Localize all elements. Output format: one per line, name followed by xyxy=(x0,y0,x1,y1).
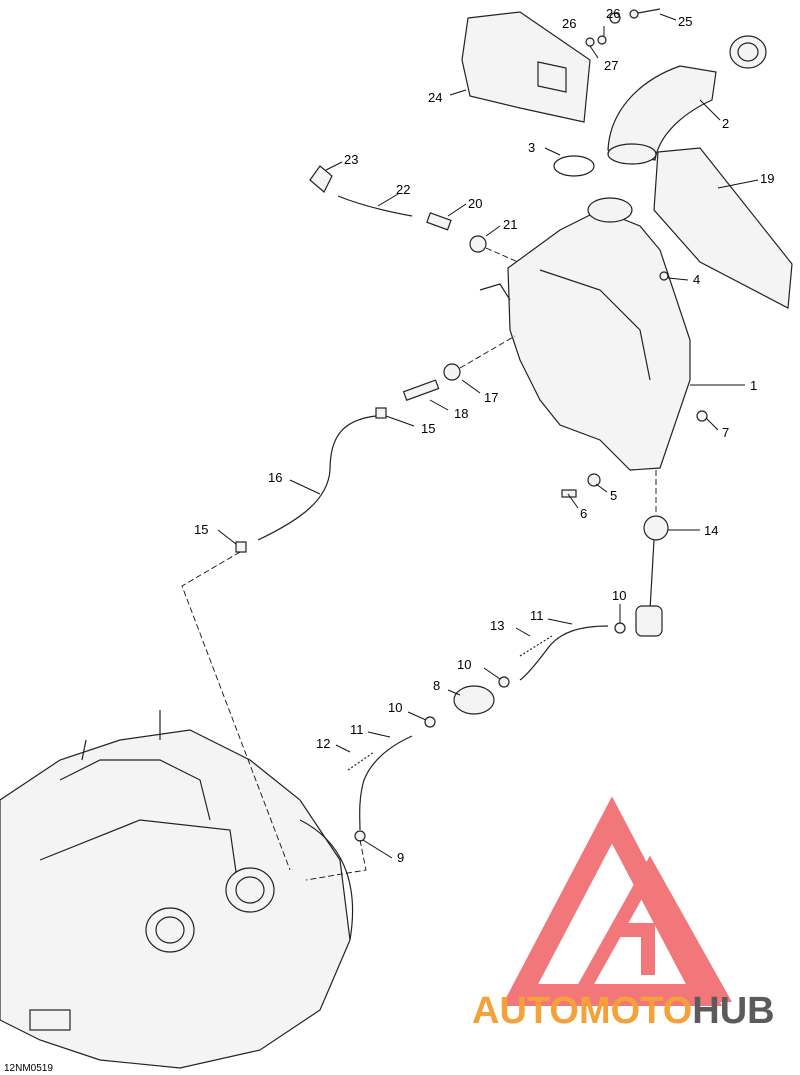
callout-11a: 11 xyxy=(530,608,544,623)
callout-26a: 26 xyxy=(606,6,620,21)
callout-1: 1 xyxy=(750,378,757,393)
callout-13: 13 xyxy=(490,618,504,633)
fitting-20 xyxy=(426,212,452,231)
callout-19: 19 xyxy=(760,171,774,186)
callout-26b: 26 xyxy=(562,16,576,31)
routing-line-17-tank xyxy=(459,335,516,369)
clamp-15-lower xyxy=(235,541,247,553)
watermark-logo xyxy=(501,796,732,1006)
screw-6 xyxy=(561,489,577,498)
callout-17: 17 xyxy=(484,390,498,405)
clamp-10a xyxy=(614,622,626,634)
engine-assembly xyxy=(0,710,354,1069)
callout-9: 9 xyxy=(397,850,404,865)
grommet-21 xyxy=(469,235,487,253)
callout-7: 7 xyxy=(722,425,729,440)
leader-lines xyxy=(217,13,759,859)
routing-line-21-tank xyxy=(485,247,519,263)
callout-20: 20 xyxy=(468,196,482,211)
filler-neck-part xyxy=(607,35,767,165)
callout-10c: 10 xyxy=(388,700,402,715)
hose-11-lower xyxy=(359,735,413,831)
callout-18: 18 xyxy=(454,406,468,421)
callout-27: 27 xyxy=(604,58,618,73)
routing-line-16-engine xyxy=(181,551,291,871)
clamp-part xyxy=(553,155,595,177)
grommet-14 xyxy=(643,515,669,541)
grommet-17 xyxy=(443,363,461,381)
callout-24: 24 xyxy=(428,90,442,105)
nut-4 xyxy=(659,271,669,281)
fitting-18 xyxy=(402,379,440,401)
clamp-15-upper xyxy=(375,407,387,419)
pickup-tube xyxy=(649,539,655,611)
watermark-brand-text: AUTOMOTOHUB xyxy=(472,990,775,1032)
watermark-brand-b: HUB xyxy=(692,990,774,1032)
callout-11b: 11 xyxy=(350,722,364,737)
callout-4: 4 xyxy=(693,272,700,287)
callout-3: 3 xyxy=(528,140,535,155)
clamp-10b xyxy=(498,676,510,688)
vent-23 xyxy=(309,165,333,193)
oil-tank-part xyxy=(479,197,691,471)
callout-21: 21 xyxy=(503,217,517,232)
callout-16: 16 xyxy=(268,470,282,485)
hose-22 xyxy=(337,195,413,217)
callout-labels: 1 2 3 4 5 6 7 8 9 10 10 10 11 11 12 13 1… xyxy=(194,6,774,865)
document-id: 12NM0519 xyxy=(4,1063,53,1074)
callout-25: 25 xyxy=(678,14,692,29)
callout-15b: 15 xyxy=(194,522,208,537)
fuel-filter-8 xyxy=(453,685,495,715)
clamp-9 xyxy=(354,830,366,842)
foam-pad-part xyxy=(653,147,793,309)
callout-5: 5 xyxy=(610,488,617,503)
callout-10a: 10 xyxy=(612,588,626,603)
screw-washer-set xyxy=(585,8,661,47)
pickup-fitting xyxy=(635,605,663,637)
callout-2: 2 xyxy=(722,116,729,131)
washer-5 xyxy=(587,473,601,487)
clamp-10c xyxy=(424,716,436,728)
callout-12: 12 xyxy=(316,736,330,751)
callout-22: 22 xyxy=(396,182,410,197)
watermark-brand-a: AUTOMOTO xyxy=(472,990,692,1032)
callout-15a: 15 xyxy=(421,421,435,436)
hose-11-upper xyxy=(519,625,609,681)
spring-13 xyxy=(519,635,553,657)
spring-12 xyxy=(347,751,375,771)
callout-23: 23 xyxy=(344,152,358,167)
hose-16 xyxy=(257,415,377,541)
routing-line-9-engine xyxy=(305,839,367,881)
callout-6: 6 xyxy=(580,506,587,521)
callout-10b: 10 xyxy=(457,657,471,672)
nut-7 xyxy=(696,410,708,422)
callout-8: 8 xyxy=(433,678,440,693)
heat-shield-part xyxy=(461,11,591,123)
callout-14: 14 xyxy=(704,523,718,538)
